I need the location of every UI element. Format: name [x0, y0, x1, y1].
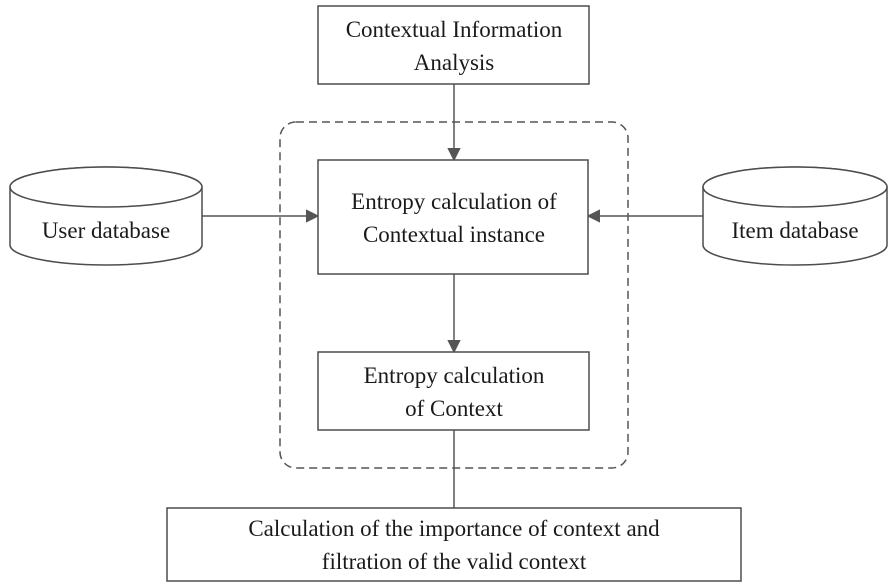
- item-database-cylinder: Item database: [702, 166, 888, 266]
- user-database-cylinder: User database: [9, 166, 203, 266]
- node-label-line: Calculation of the importance of context…: [248, 516, 660, 541]
- node-importance-calculation: Calculation of the importance of context…: [166, 507, 742, 582]
- node-label-line: Contextual instance: [363, 222, 545, 247]
- node-entropy-calculation-instance: Entropy calculation of Contextual instan…: [317, 159, 589, 275]
- node-label-line: of Context: [405, 396, 503, 421]
- user-database-label: User database: [42, 218, 170, 243]
- node-label-line: Entropy calculation: [364, 363, 545, 388]
- item-database-label: Item database: [731, 218, 858, 243]
- node-contextual-information-analysis: Contextual Information Analysis: [317, 5, 590, 85]
- node-label-line: filtration of the valid context: [322, 549, 587, 574]
- node-label-line: Contextual Information: [346, 17, 563, 42]
- node-label-line: Analysis: [414, 50, 495, 75]
- node-label-line: Entropy calculation of: [351, 189, 557, 214]
- node-entropy-calculation-context: Entropy calculation of Context: [317, 351, 590, 431]
